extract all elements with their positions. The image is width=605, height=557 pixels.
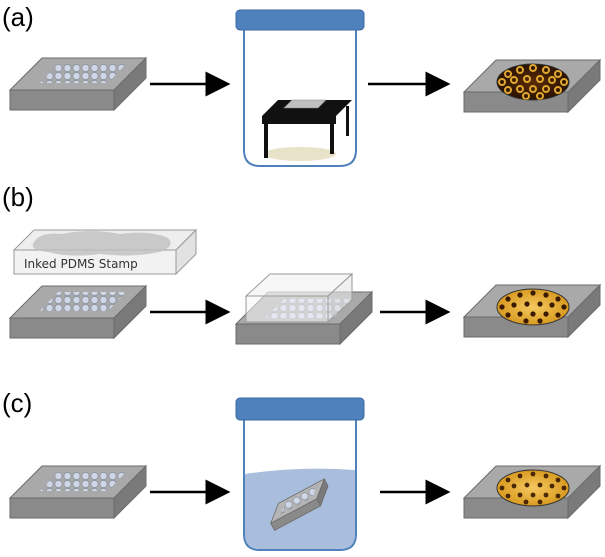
panel-label-a: (a) (2, 2, 34, 32)
jar-icon (235, 9, 365, 167)
substrate-with-spheres-a (8, 56, 148, 112)
panel-label-b: (b) (2, 182, 34, 212)
patterned-substrate-b (462, 283, 602, 339)
jar-icon (235, 397, 365, 551)
panel-label-c: (c) (2, 388, 32, 418)
patterned-substrate-a (462, 58, 602, 114)
substrate-with-spheres-c (8, 464, 148, 520)
stamp-label: Inked PDMS Stamp (24, 257, 138, 271)
substrate-with-stamp (234, 272, 374, 346)
substrate-with-spheres-b (8, 284, 148, 340)
patterned-substrate-c (462, 464, 602, 520)
stamp-icon: Inked PDMS Stamp (12, 228, 198, 276)
